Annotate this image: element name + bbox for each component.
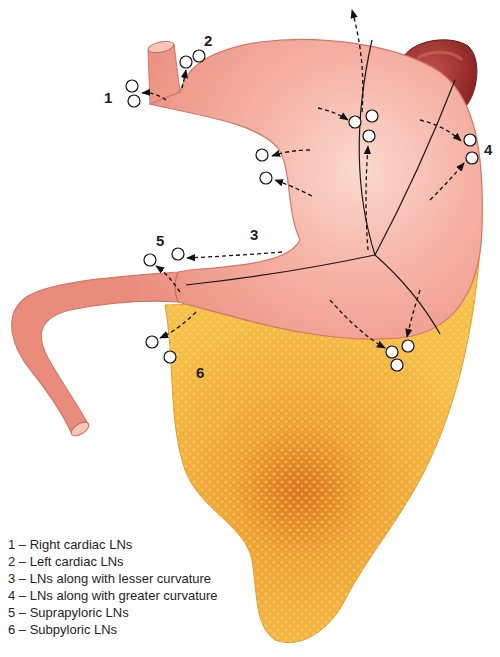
legend-entry: 2 – Left cardiac LNs [8, 555, 124, 570]
callout-number: 3 [250, 226, 258, 243]
legend-entry: 1 – Right cardiac LNs [8, 538, 132, 553]
esophagus-cut [147, 39, 175, 54]
lymph-nodes [126, 50, 478, 371]
lymph-flow-arrows [142, 10, 464, 348]
zone-lines [186, 40, 455, 334]
legend-entry: 6 – Subpyloric LNs [8, 623, 117, 638]
callout-number: 2 [204, 32, 212, 49]
callout-number: 4 [484, 141, 492, 158]
callout-number: 1 [104, 89, 112, 106]
legend-entry: 3 – LNs along with lesser curvature [8, 572, 211, 587]
stomach [12, 39, 483, 434]
callout-number: 6 [196, 364, 204, 381]
pylorus-ring [175, 272, 178, 302]
legend-entry: 5 – Suprapyloric LNs [8, 606, 129, 621]
legend-entry: 4 – LNs along with greater curvature [8, 589, 218, 604]
duodenum-cut [69, 419, 91, 438]
callout-number: 5 [156, 232, 164, 249]
